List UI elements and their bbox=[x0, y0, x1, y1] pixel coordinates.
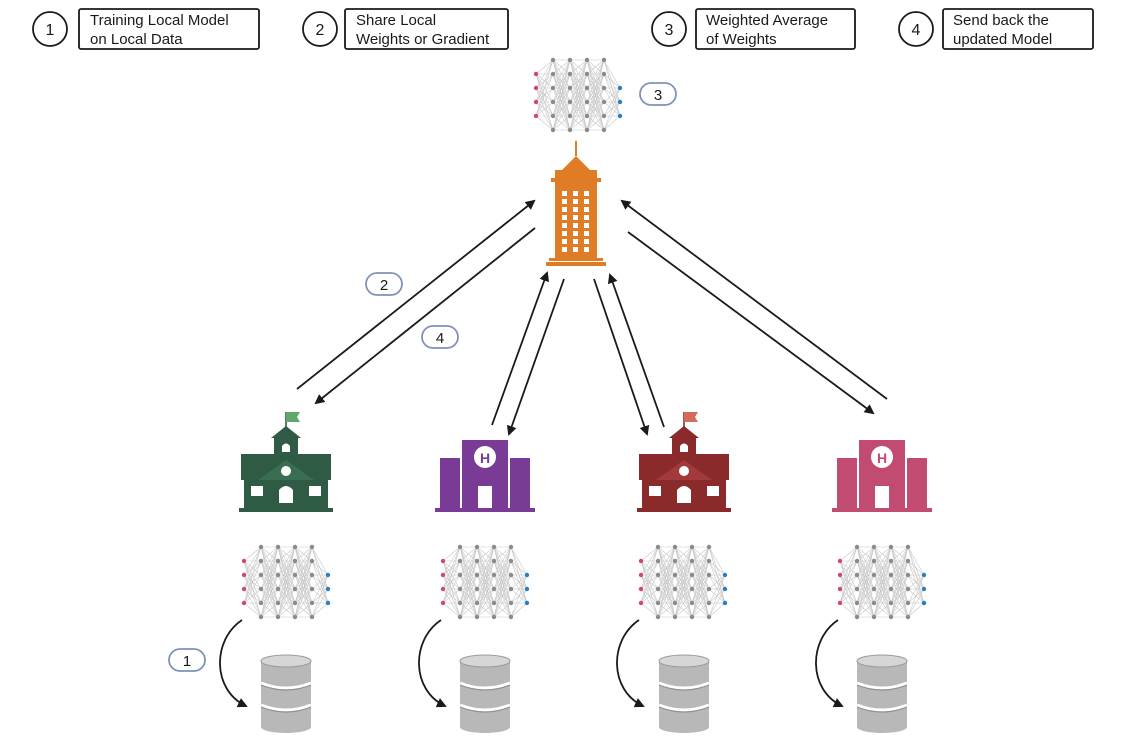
arrows bbox=[296, 199, 888, 436]
local-model-neural-network-icon bbox=[440, 544, 530, 620]
pill-server-step: 3 bbox=[639, 82, 677, 106]
legend-step-2: 2 Share Local Weights or Gradient bbox=[302, 8, 509, 50]
pill-train-label: 1 bbox=[183, 653, 191, 670]
arrow-share-purple bbox=[491, 271, 549, 426]
legend-step-3-line-2: of Weights bbox=[706, 31, 777, 48]
training-arrow-2 bbox=[418, 619, 447, 708]
legend-step-3-number: 3 bbox=[665, 22, 674, 39]
legend-step-1-line-2: on Local Data bbox=[90, 31, 183, 48]
local-model-neural-network-icon bbox=[638, 544, 728, 620]
legend-step-3: 3 Weighted Average of Weights bbox=[651, 8, 856, 50]
local-model-neural-network-icon bbox=[837, 544, 927, 620]
svg-text:H: H bbox=[480, 450, 490, 466]
school-red-icon bbox=[637, 412, 731, 512]
legend-step-4: 4 Send back the updated Model bbox=[898, 8, 1094, 50]
training-arrow-1 bbox=[219, 619, 248, 708]
legend: 1 Training Local Model on Local Data 2 S… bbox=[32, 8, 1094, 50]
arrow-share-pink bbox=[620, 199, 888, 400]
global-model-neural-network-icon bbox=[533, 57, 623, 133]
legend-step-1: 1 Training Local Model on Local Data bbox=[32, 8, 260, 50]
hospital-purple-icon: H bbox=[435, 440, 535, 512]
database-icon bbox=[856, 654, 908, 733]
arrow-send-red bbox=[593, 278, 650, 436]
legend-step-4-line-1: Send back the bbox=[953, 12, 1049, 29]
legend-step-4-number: 4 bbox=[912, 22, 921, 39]
pill-send-step: 4 bbox=[421, 325, 459, 349]
pill-share-step: 2 bbox=[365, 272, 403, 296]
legend-step-3-line-1: Weighted Average bbox=[706, 12, 828, 29]
database-icon bbox=[459, 654, 511, 733]
training-arrow-4 bbox=[815, 619, 844, 708]
arrow-send-purple bbox=[506, 278, 565, 436]
legend-step-1-line-1: Training Local Model bbox=[90, 12, 229, 29]
local-model-neural-network-icon bbox=[241, 544, 331, 620]
arrow-share-red bbox=[607, 273, 665, 428]
pill-share-label: 2 bbox=[380, 277, 388, 294]
pill-train-step: 1 bbox=[168, 648, 206, 672]
legend-step-2-line-2: Weights or Gradient bbox=[356, 31, 490, 48]
legend-step-4-line-2: updated Model bbox=[953, 31, 1052, 48]
pill-server-label: 3 bbox=[654, 87, 662, 104]
hospital-pink-icon: H bbox=[832, 440, 932, 512]
pill-send-label: 4 bbox=[436, 330, 444, 347]
training-arrow-3 bbox=[616, 619, 645, 708]
arrow-share-green bbox=[296, 199, 536, 390]
arrow-send-pink bbox=[627, 231, 875, 415]
server-building-icon bbox=[546, 141, 606, 266]
legend-step-2-line-1: Share Local bbox=[356, 12, 436, 29]
training-arrows bbox=[219, 619, 844, 708]
school-green-icon bbox=[239, 412, 333, 512]
arrow-send-green bbox=[314, 227, 536, 405]
legend-step-2-number: 2 bbox=[316, 22, 325, 39]
database-icon bbox=[658, 654, 710, 733]
legend-step-1-number: 1 bbox=[46, 22, 55, 39]
svg-text:H: H bbox=[877, 450, 887, 466]
database-icon bbox=[260, 654, 312, 733]
